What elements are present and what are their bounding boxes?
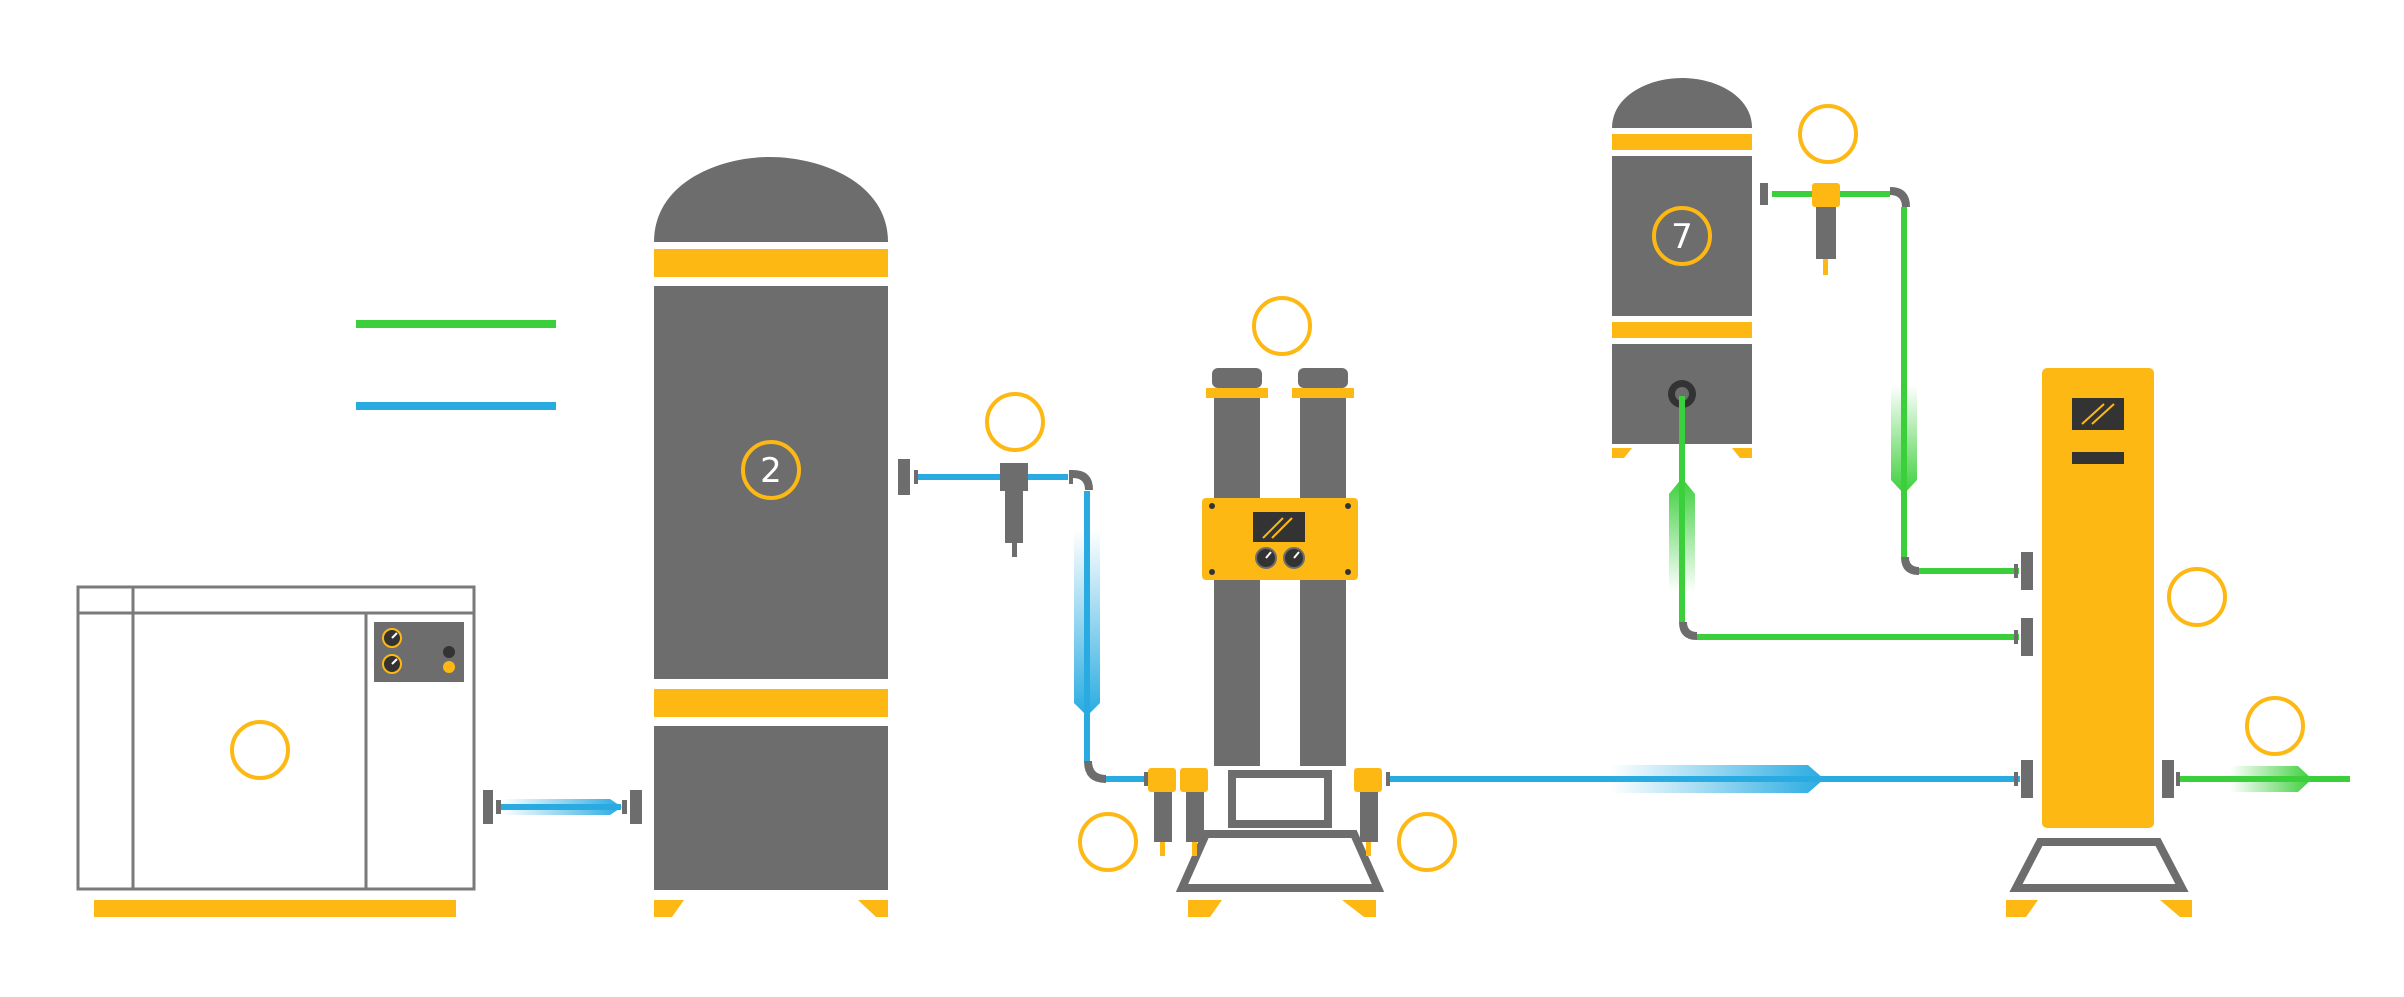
pipe-generator-to-buffer xyxy=(1669,396,2033,656)
adsorption-dryer xyxy=(1175,296,1385,917)
dryer-marker xyxy=(1252,296,1312,356)
legend xyxy=(356,320,556,410)
legend-green-line xyxy=(356,320,556,328)
dryer-display xyxy=(1253,512,1305,542)
indicator-light xyxy=(443,661,455,673)
legend-blue-line xyxy=(356,402,556,410)
inlet-filters-marker xyxy=(1078,812,1138,872)
buffer-tank-marker xyxy=(1652,206,1712,266)
dryer-inlet-filters xyxy=(1078,768,1208,872)
air-receiver: 2 xyxy=(654,157,910,917)
compressor-base xyxy=(94,900,456,917)
buffer-filter xyxy=(1772,104,1858,275)
generator-display xyxy=(2072,398,2124,430)
air-receiver-marker xyxy=(741,440,801,500)
indicator-light xyxy=(443,646,455,658)
outlet-pipe xyxy=(2162,696,2350,798)
prefilter xyxy=(985,392,1045,557)
buffer-tank: 7 xyxy=(1612,78,1768,458)
pipe-compressor-to-receiver xyxy=(483,790,642,824)
generator-marker xyxy=(2167,567,2227,627)
pipe-receiver-to-dryer xyxy=(914,463,1148,786)
compressor xyxy=(76,585,476,917)
generator-slot xyxy=(2072,452,2124,464)
outlet-marker xyxy=(2245,696,2305,756)
compressor-marker xyxy=(230,720,290,780)
nitrogen-generator xyxy=(2006,368,2227,917)
dryer-outlet-filter xyxy=(1354,768,1457,872)
buffer-filter-marker xyxy=(1798,104,1858,164)
pipe-buffer-to-generator xyxy=(1840,187,2033,590)
outlet-filter-marker xyxy=(1397,812,1457,872)
air-receiver-outlet-flange xyxy=(898,459,910,495)
svg-text:7: 7 xyxy=(1671,217,1693,257)
buffer-tank-flange xyxy=(1760,183,1768,205)
pipe-dryer-to-generator xyxy=(1386,760,2033,798)
svg-text:2: 2 xyxy=(760,451,782,491)
prefilter-marker xyxy=(985,392,1045,452)
